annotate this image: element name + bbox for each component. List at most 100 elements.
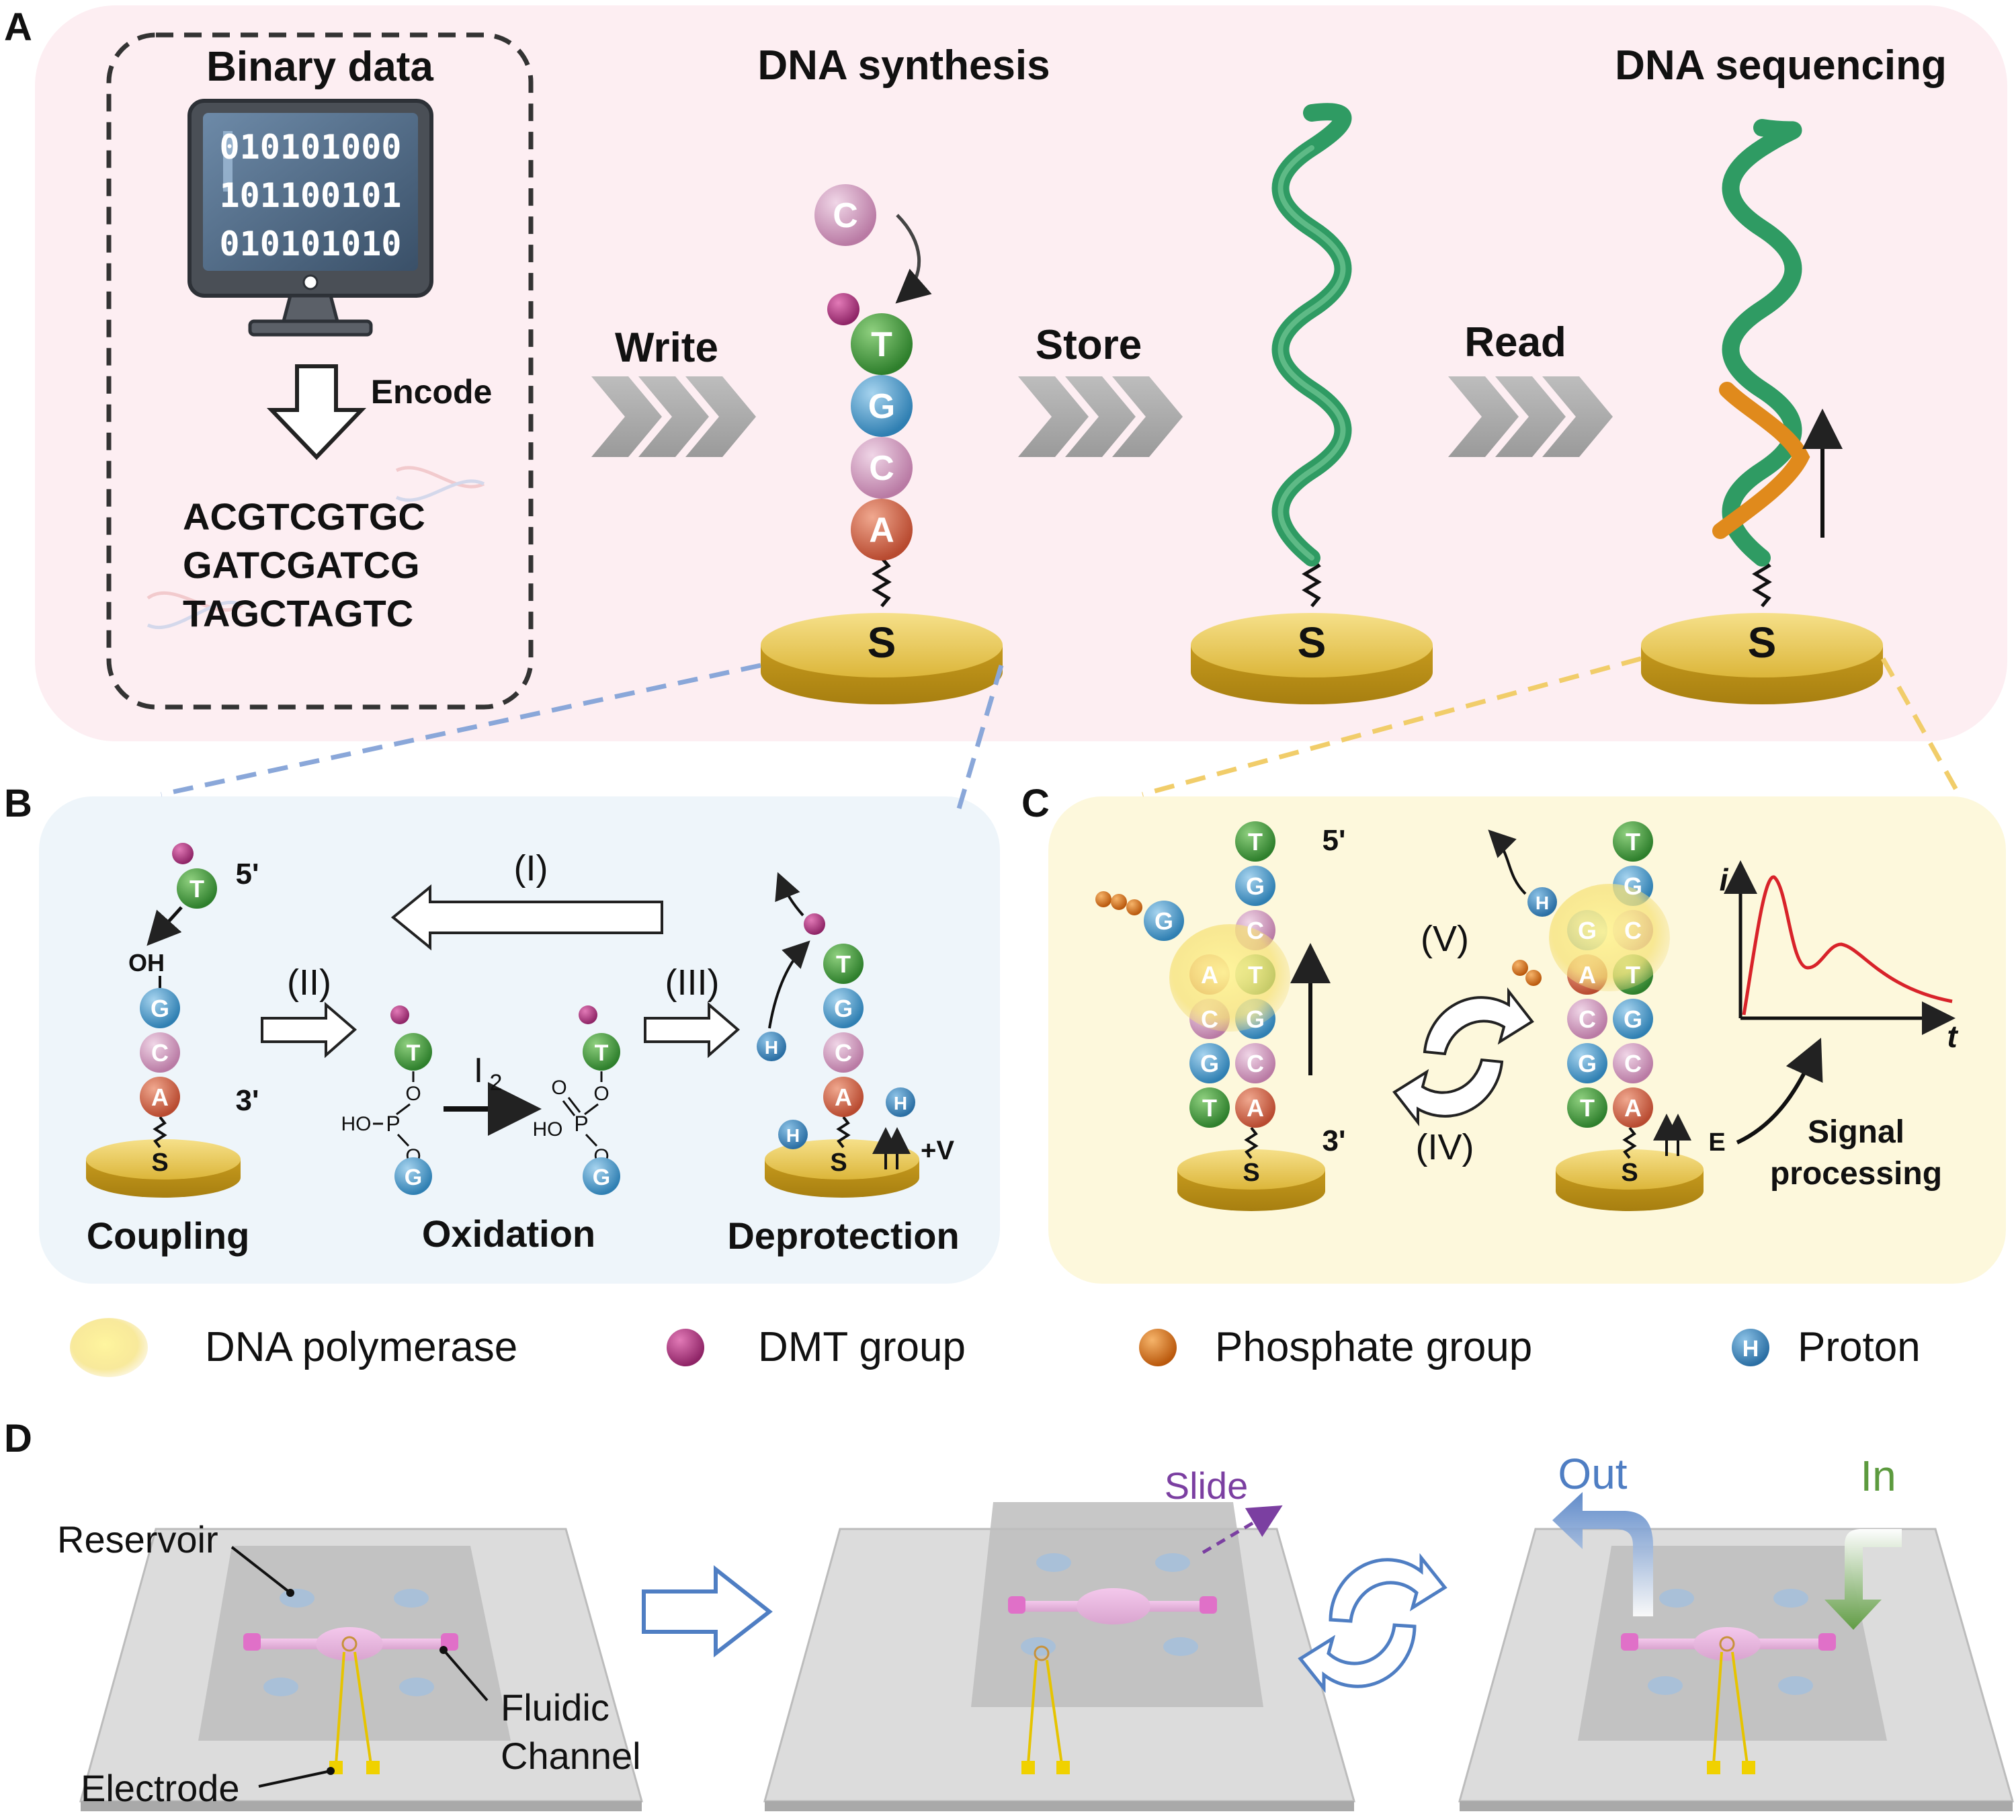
deprot-base-c (823, 1032, 864, 1073)
proton-ball-1 (757, 1032, 786, 1061)
oxid1-dmt (390, 1005, 409, 1024)
signal-processing-arrow (1736, 1038, 1823, 1145)
out-arrow (1552, 1492, 1653, 1616)
coupling-oh-label: OH (128, 949, 165, 977)
dna-line-3: TAGCTAGTC (183, 592, 413, 634)
oxid1-bond-4 (396, 1133, 410, 1147)
panel-c-background (1048, 796, 2006, 1284)
fluidic-label-1: Fluidic (501, 1686, 610, 1729)
fluidic-pointer-dot (439, 1646, 448, 1654)
svg-text:A: A (1624, 1094, 1642, 1122)
dntp-phosphate-2 (1111, 894, 1127, 910)
store-label: Store (1036, 322, 1142, 368)
gold-electrode-c-right (1556, 1149, 1704, 1211)
coupling-label-a: A (151, 1083, 169, 1111)
coupling-label-g: G (151, 995, 169, 1022)
oxid2-p-label: P (574, 1112, 588, 1136)
dna-decoration-icon (146, 466, 485, 630)
coupling-base-c (140, 1032, 180, 1073)
svg-text:T: T (1580, 1094, 1595, 1122)
coupling-base-a (140, 1077, 180, 1117)
monitor-icon (187, 99, 433, 337)
panel-letter-a: A (4, 5, 32, 49)
legend-proton-icon (1732, 1329, 1769, 1366)
binary-line-3: 010101010 (220, 224, 402, 263)
gold-electrode-c-left (1177, 1149, 1325, 1211)
oxid1-label-t: T (407, 1040, 421, 1066)
oxid1-bond-2 (396, 1103, 411, 1116)
linker-c-right (1622, 1126, 1637, 1159)
coupling-arrow (146, 906, 183, 946)
deprot-label-a: A (835, 1083, 852, 1111)
base-ball-g (851, 375, 913, 437)
linker-sequencing (1752, 556, 1772, 608)
oxid1-label-g: G (405, 1165, 422, 1190)
linker-synthesis (872, 556, 892, 608)
chip-3 (1458, 1528, 2014, 1811)
svg-text:G: G (1578, 1050, 1597, 1077)
cycle-arrows-icon (1392, 987, 1534, 1126)
coupling-dmt (172, 843, 194, 864)
svg-text:G: G (1624, 872, 1642, 900)
svg-text:G: G (1578, 917, 1597, 944)
dna-line-2: GATCGATCG (183, 544, 420, 586)
fluidic-pointer (442, 1649, 489, 1702)
oxid2-base-t (583, 1033, 620, 1071)
panel-b-background (39, 796, 1000, 1284)
oxid1-ho-label: HO (341, 1113, 372, 1135)
signal-curve (1742, 875, 1953, 1016)
coupling-three-prime: 3' (236, 1084, 259, 1117)
down-arrow-icon (266, 364, 367, 460)
deprot-base-t (823, 944, 864, 984)
proton-label-3: H (786, 1125, 800, 1146)
svg-text:C: C (1201, 1005, 1218, 1033)
chip-transition-arrow (642, 1565, 773, 1658)
plus-v-label: +V (921, 1136, 954, 1165)
base-label-c: C (869, 449, 894, 488)
dna-synthesis-title: DNA synthesis (757, 42, 1050, 89)
coupling-label-t: T (190, 875, 204, 903)
electrode-label: Electrode (81, 1767, 240, 1809)
store-chevrons-icon (1018, 376, 1183, 457)
oxid2-ho-label: HO (533, 1118, 563, 1141)
signal-plot (1724, 860, 1956, 1035)
base-label-g: G (868, 387, 895, 426)
reservoir-pointer-dot (286, 1589, 294, 1597)
synthesis-strand (814, 184, 932, 561)
svg-text:T: T (1248, 828, 1263, 856)
current-up-arrows-c-icon (1653, 1114, 1691, 1156)
incoming-base-c (814, 184, 876, 246)
oxid1-o-upper: O (405, 1083, 421, 1105)
proton-label-2: H (894, 1093, 907, 1114)
step-i-arrow (390, 884, 663, 951)
oxid2-o-double: O (551, 1077, 566, 1099)
binary-line-2: 101100101 (220, 176, 402, 215)
chip-2 (763, 1502, 1355, 1811)
anchor-s-deprotection: S (830, 1149, 847, 1177)
out-label: Out (1558, 1450, 1627, 1498)
oxid2-double-bond-b (567, 1097, 581, 1113)
svg-text:A: A (1247, 1094, 1264, 1122)
legend-phosphate-icon (1139, 1329, 1177, 1366)
current-up-arrows-icon (872, 1127, 911, 1169)
gold-electrode-synthesis (761, 613, 1003, 704)
coupling-caption: Coupling (87, 1214, 250, 1257)
dntp-phosphate-3 (1126, 899, 1142, 915)
legend-phosphate-label: Phosphate group (1215, 1324, 1532, 1370)
cycle-arrows-d-icon (1298, 1553, 1447, 1694)
signal-processing-line-2: processing (1770, 1156, 1942, 1192)
deprot-label-t: T (836, 950, 851, 978)
gold-electrode-storage (1191, 613, 1433, 704)
coupling-base-t (177, 868, 217, 909)
base-ball-a (851, 499, 913, 561)
linker-c-left (1244, 1126, 1259, 1159)
panel-letter-d: D (4, 1417, 32, 1460)
coupling-five-prime: 5' (236, 858, 259, 891)
svg-text:A: A (1579, 961, 1596, 989)
dntp-label-g: G (1154, 907, 1173, 935)
legend-dmt-label: DMT group (758, 1324, 966, 1370)
connector-blue-left (161, 663, 761, 797)
electrode-pointer-dot (327, 1767, 335, 1775)
